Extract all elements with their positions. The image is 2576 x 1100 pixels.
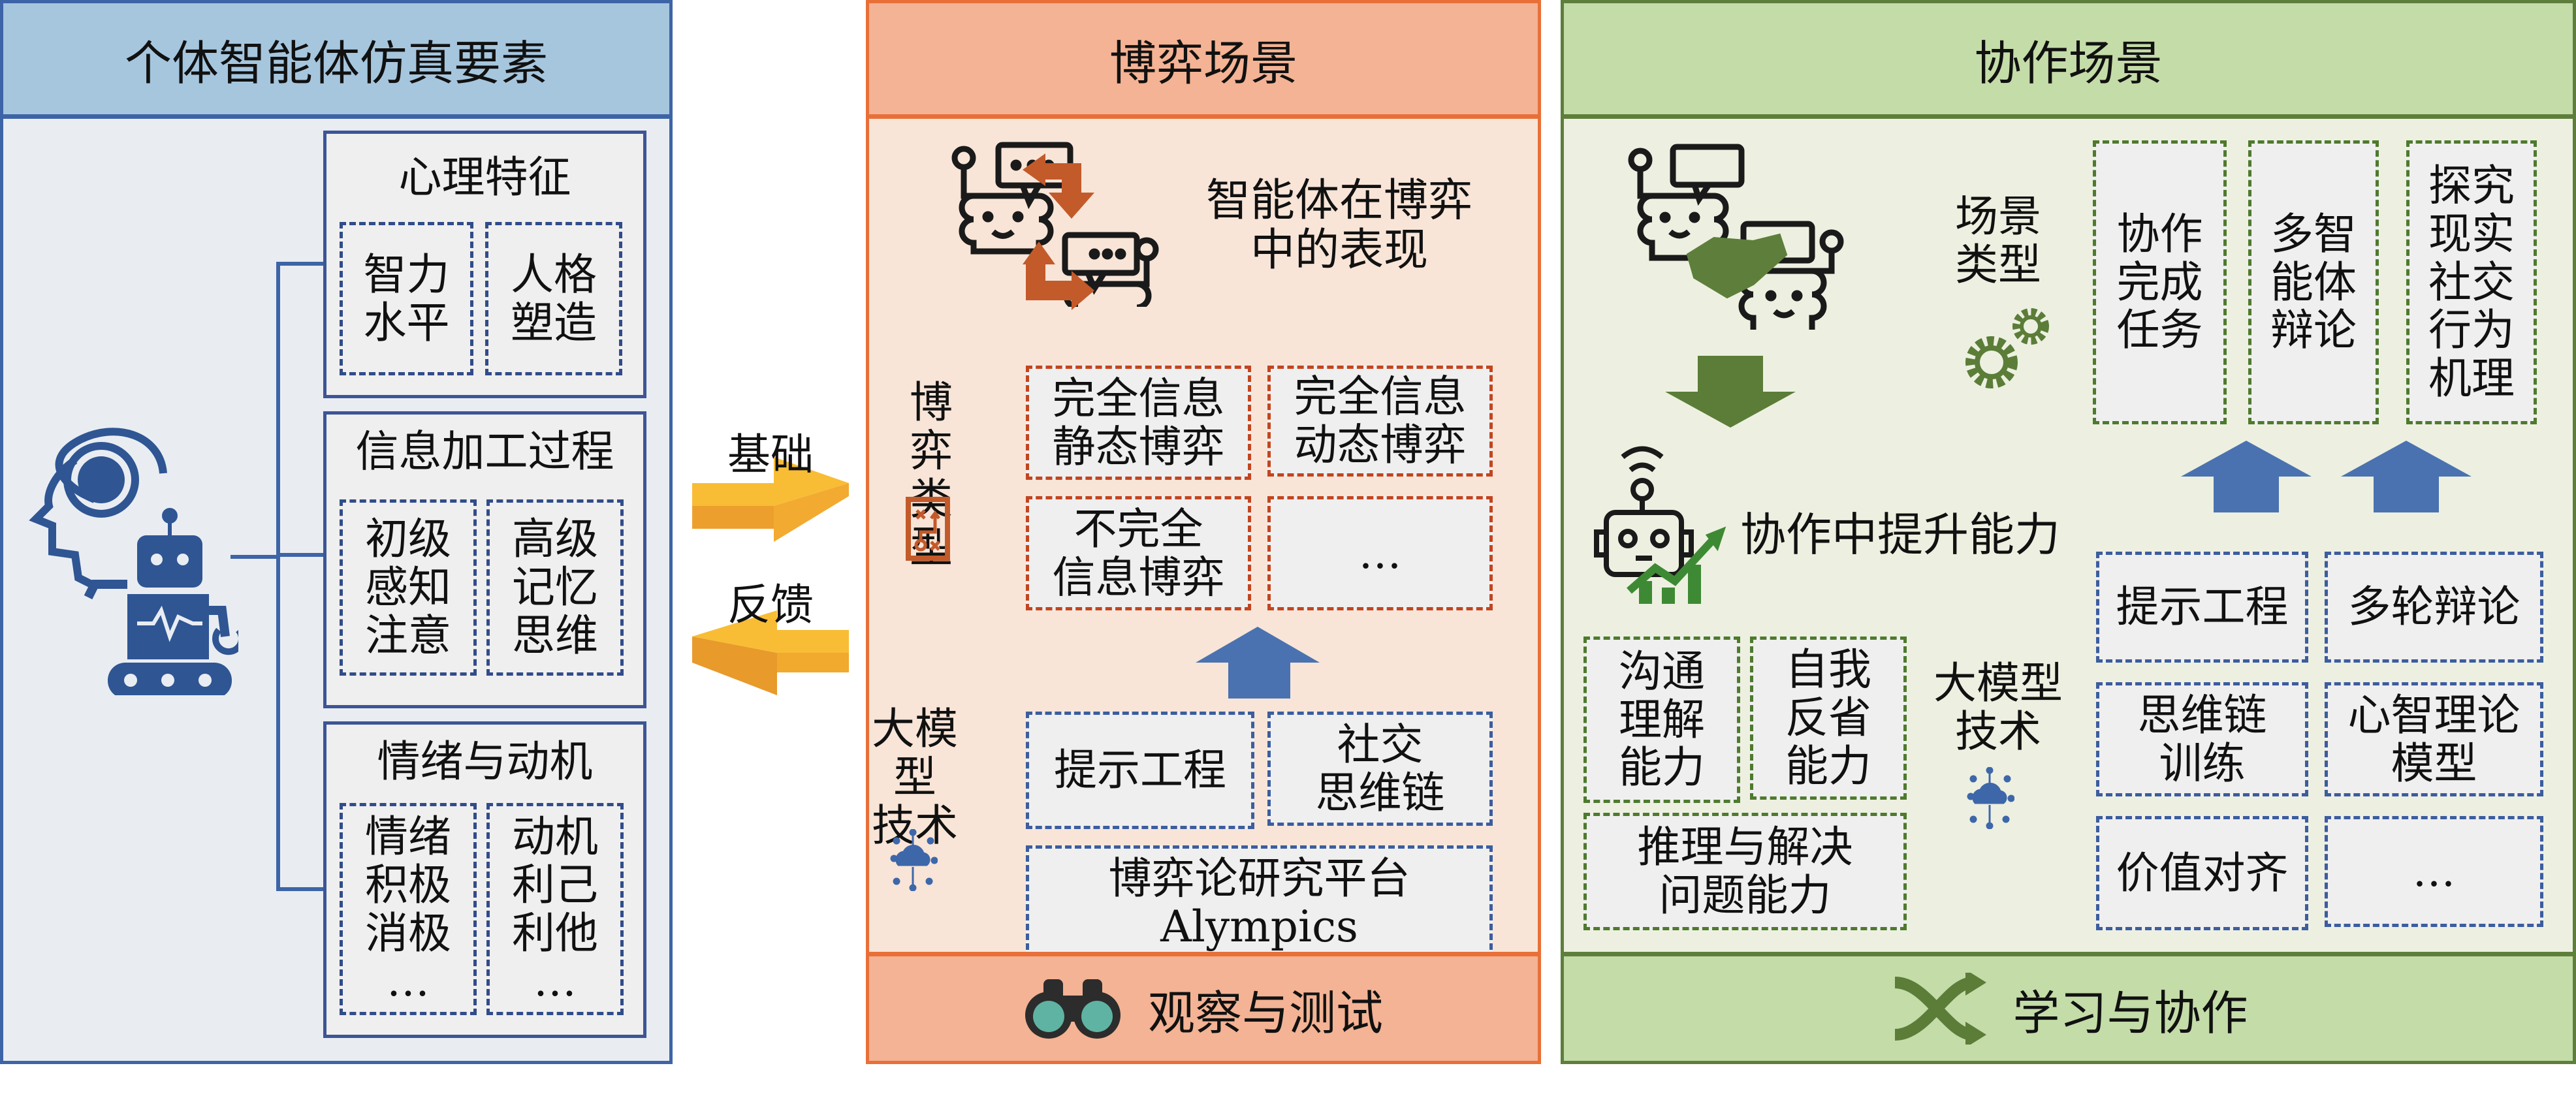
llm-tech-prompt-engineering: 提示工程	[1026, 712, 1254, 829]
learn-collaborate-label: 学习与协作	[2012, 985, 2248, 1041]
swap-arrows-icon	[1016, 153, 1107, 310]
llm-tech-prompt-engineering: 提示工程	[2096, 552, 2308, 663]
agent-performance-label: 智能体在博弈 中的表现	[1205, 175, 1472, 277]
observe-test-label: 观察与测试	[1147, 985, 1383, 1041]
game-type-complete-dynamic: 完全信息 动态博弈	[1267, 366, 1493, 477]
tree-connector-branch-3	[276, 887, 325, 891]
up-arrow-icon	[2181, 441, 2312, 512]
game-type-more: …	[1267, 496, 1493, 610]
group-information-processing: 信息加工过程 初级 感知 注意 高级 记忆 思维	[323, 411, 646, 708]
individual-agent-title: 个体智能体仿真要素	[3, 3, 669, 119]
scene-type-social-behavior: 探究 现实 社交 行为 机理	[2406, 140, 2537, 424]
tree-connector-branch-1	[276, 262, 325, 266]
binoculars-icon	[1024, 976, 1122, 1041]
up-arrow-icon	[2341, 441, 2472, 512]
llm-tech-label: 大模型 技术	[872, 704, 958, 851]
llm-tech-theory-of-mind: 心智理论 模型	[2325, 682, 2543, 796]
ability-communication: 沟通 理解 能力	[1583, 636, 1740, 803]
ability-label: 协作中提升能力	[1740, 508, 2060, 561]
shuffle-icon	[1888, 973, 1987, 1045]
group-psychological-traits: 心理特征 智力 水平 人格 塑造	[323, 131, 646, 398]
robot-growth-icon	[1583, 441, 1740, 604]
ability-reasoning: 推理与解决 问题能力	[1583, 813, 1907, 930]
item-emotion: 情绪 积极 消极 …	[340, 803, 477, 1015]
group-title: 心理特征	[398, 152, 571, 202]
game-type-complete-static: 完全信息 静态博弈	[1026, 366, 1251, 480]
group-title: 情绪与动机	[377, 736, 593, 787]
robots-handshake-icon	[1626, 140, 1854, 330]
tree-connector-stem	[231, 555, 279, 559]
feedback-label: 反馈	[727, 580, 814, 630]
strategy-board-icon	[905, 496, 951, 561]
game-scenario-title: 博弈场景	[869, 3, 1538, 119]
down-arrow-icon	[1665, 356, 1796, 428]
llm-tech-more: …	[2325, 816, 2543, 927]
llm-tech-value-alignment: 价值对齐	[2096, 816, 2308, 930]
scene-types-label: 场景 类型	[1955, 191, 2041, 290]
collaboration-scenario-title: 协作场景	[1564, 3, 2573, 119]
game-scenario-panel: 博弈场景 智能体在博弈 中的表现 博弈 类型 完全信	[866, 0, 1541, 1064]
forward-arrow-icon	[689, 457, 852, 542]
tree-connector-trunk	[276, 262, 280, 890]
ability-self-reflection: 自我 反省 能力	[1750, 636, 1907, 800]
feedback-arrow-icon	[689, 610, 852, 695]
scene-type-multi-agent-debate: 多智 能体 辩论	[2248, 140, 2379, 424]
item-intelligence-level: 智力 水平	[340, 222, 473, 375]
group-title: 信息加工过程	[355, 426, 614, 477]
gears-icon	[1962, 304, 2054, 395]
forward-label: 基础	[727, 430, 814, 480]
game-type-incomplete: 不完全 信息博弈	[1026, 496, 1251, 610]
collaboration-scenario-panel: 协作场景 场景 类型 协作 完成 任务 多智 能体 辩论 探究 现实 社交	[1561, 0, 2576, 1064]
llm-tech-cot-training: 思维链 训练	[2096, 682, 2308, 796]
individual-agent-panel: 个体智能体仿真要素	[0, 0, 673, 1064]
group-emotion-motivation: 情绪与动机 情绪 积极 消极 … 动机 利己 利他 …	[323, 721, 646, 1038]
platform-alympics: 博弈论研究平台 Alympics	[1026, 845, 1493, 960]
item-advanced-memory: 高级 记忆 思维	[486, 499, 624, 676]
llm-tech-label: 大模型 技术	[1933, 658, 2063, 757]
item-primary-perception: 初级 感知 注意	[340, 499, 477, 676]
cloud-network-icon	[889, 829, 938, 891]
llm-tech-multi-round-debate: 多轮辩论	[2325, 552, 2543, 663]
learn-collaborate-footer: 学习与协作	[1564, 952, 2573, 1061]
tree-connector-branch-2	[276, 553, 325, 557]
item-motivation: 动机 利己 利他 …	[486, 803, 624, 1015]
item-personality-shaping: 人格 塑造	[485, 222, 622, 375]
robot-brain-icon	[23, 421, 238, 695]
observe-test-footer: 观察与测试	[869, 952, 1538, 1061]
cloud-network-icon	[1965, 767, 2014, 829]
llm-tech-social-cot: 社交 思维链	[1267, 712, 1493, 826]
up-arrow-icon	[1196, 627, 1320, 699]
scene-type-collaborative-task: 协作 完成 任务	[2093, 140, 2227, 424]
